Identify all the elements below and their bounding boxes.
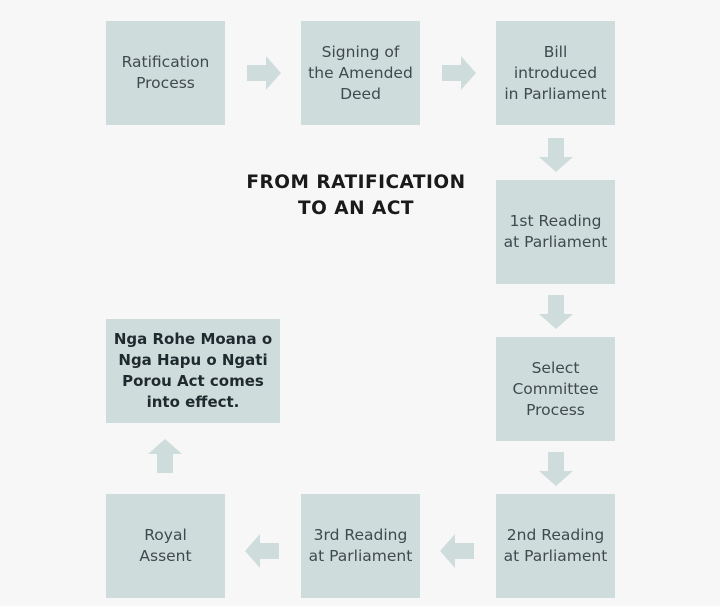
arrow-down-icon — [539, 452, 573, 486]
arrow-left-icon — [440, 534, 474, 568]
arrow-down-icon — [539, 295, 573, 329]
step-act-comes-into-effect: Nga Rohe Moana o Nga Hapu o Ngati Porou … — [106, 319, 280, 423]
step-bill-introduced: Bill introduced in Parliament — [496, 21, 615, 125]
step-select-committee: Select Committee Process — [496, 337, 615, 441]
diagram-title: FROM RATIFICATION TO AN ACT — [246, 172, 466, 219]
arrow-up-icon — [148, 439, 182, 473]
step-ratification-process: Ratification Process — [106, 21, 225, 125]
arrow-left-icon — [245, 534, 279, 568]
arrow-down-icon — [539, 138, 573, 172]
step-signing-amended-deed: Signing of the Amended Deed — [301, 21, 420, 125]
step-second-reading: 2nd Reading at Parliament — [496, 494, 615, 598]
arrow-right-icon — [247, 56, 281, 90]
step-royal-assent: Royal Assent — [106, 494, 225, 598]
step-third-reading: 3rd Reading at Parliament — [301, 494, 420, 598]
step-first-reading: 1st Reading at Parliament — [496, 180, 615, 284]
arrow-right-icon — [442, 56, 476, 90]
